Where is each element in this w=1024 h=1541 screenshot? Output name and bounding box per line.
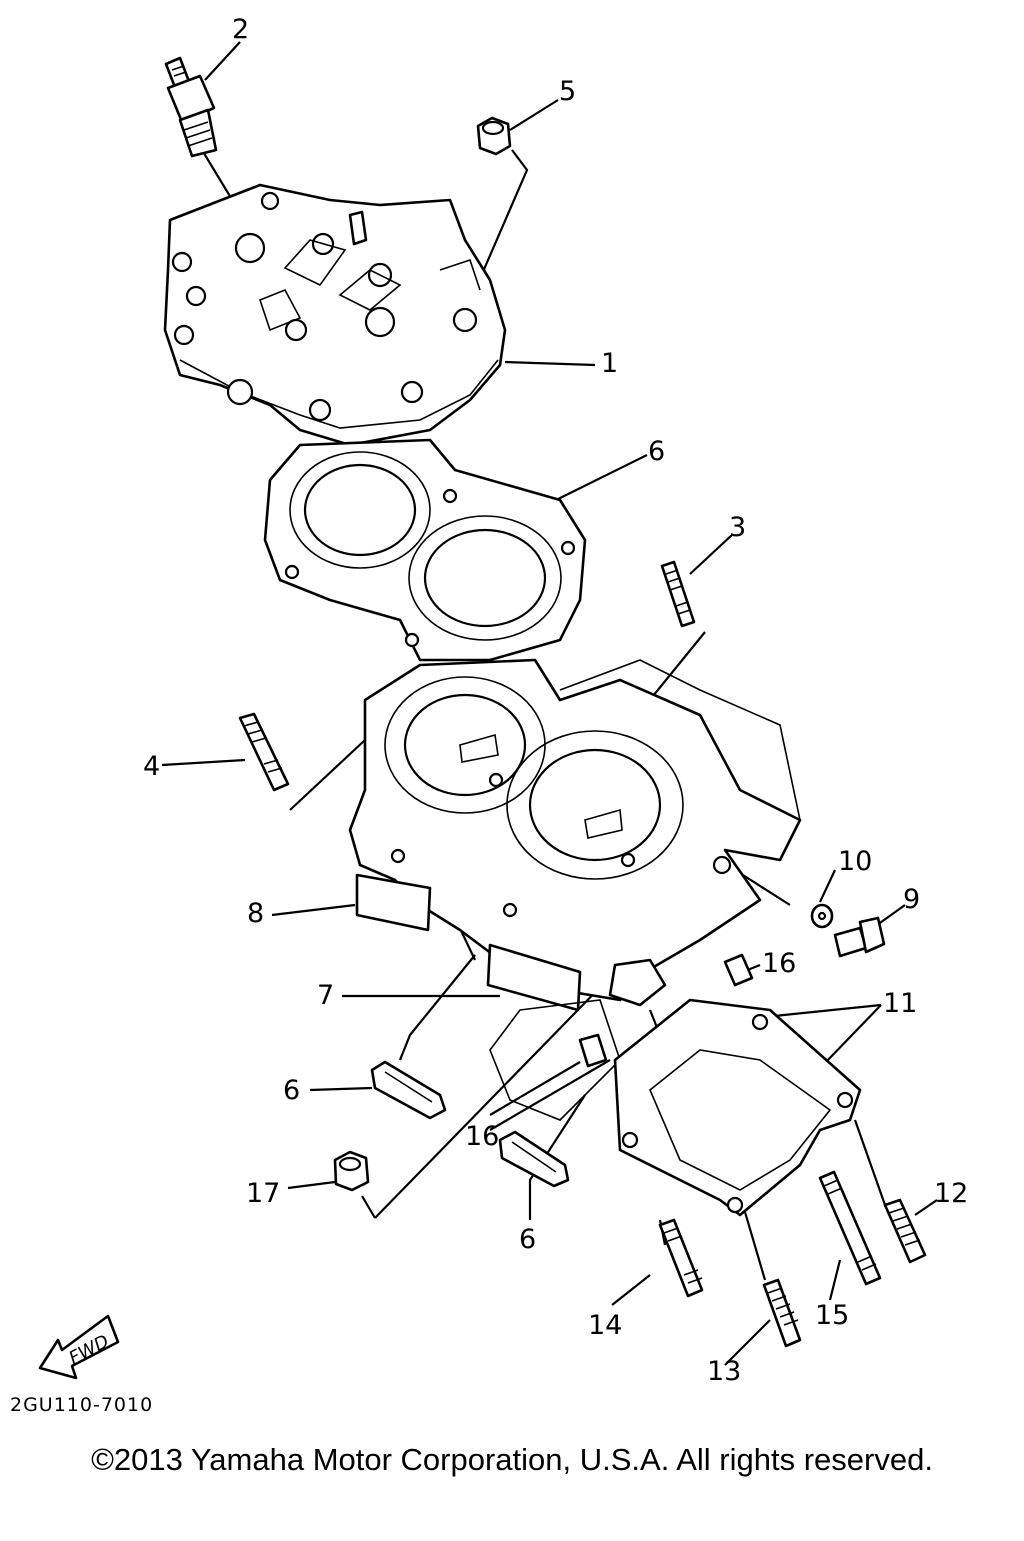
washer-11 (810, 903, 834, 929)
callout-16-left: 16 (465, 1121, 500, 1152)
stud-4 (238, 712, 290, 792)
callout-6-lower: 6 (519, 1224, 537, 1255)
nut-17 (333, 1150, 370, 1192)
stud-14 (658, 1218, 704, 1298)
callout-11: 10 (838, 846, 873, 877)
base-gasket (613, 998, 862, 1217)
spark-plug (164, 56, 218, 158)
head-gasket (263, 438, 587, 662)
stud-3 (660, 560, 696, 628)
callout-13-right: 12 (934, 1178, 969, 1209)
stud-13-right (883, 1198, 927, 1264)
callout-4: 4 (143, 751, 161, 782)
cap-6-upper (370, 1060, 447, 1120)
copyright-notice: ©2013 Yamaha Motor Corporation, U.S.A. A… (91, 1442, 933, 1477)
nut-top (476, 116, 512, 156)
stud-15 (818, 1170, 882, 1286)
callout-13-bottom: 13 (707, 1356, 742, 1387)
dowel-16-left (578, 1033, 608, 1068)
cylinder-block (348, 658, 802, 1121)
callout-16-right: 16 (762, 948, 797, 979)
callout-10: 9 (903, 884, 921, 915)
callout-8: 7 (317, 980, 335, 1011)
callout-7: 6 (648, 436, 666, 467)
fwd-arrow-icon: FWD (38, 1314, 120, 1380)
callout-2: 2 (232, 14, 250, 45)
callout-12: 11 (883, 988, 918, 1019)
callout-17: 17 (246, 1178, 281, 1209)
callout-6-upper: 6 (283, 1075, 301, 1106)
bolt-10 (833, 916, 886, 958)
cap-6-lower (498, 1130, 570, 1188)
callout-14: 14 (588, 1310, 623, 1341)
callout-5: 5 (559, 76, 577, 107)
diagram-code: 2GU110-7010 (10, 1394, 154, 1416)
callout-1: 1 (601, 348, 619, 379)
cylinder-head (163, 183, 507, 447)
callout-15: 15 (815, 1300, 850, 1331)
callout-3: 3 (729, 512, 747, 543)
callout-9: 8 (247, 898, 265, 929)
stud-13-bottom (762, 1278, 802, 1348)
dowel-16-right (723, 953, 754, 987)
